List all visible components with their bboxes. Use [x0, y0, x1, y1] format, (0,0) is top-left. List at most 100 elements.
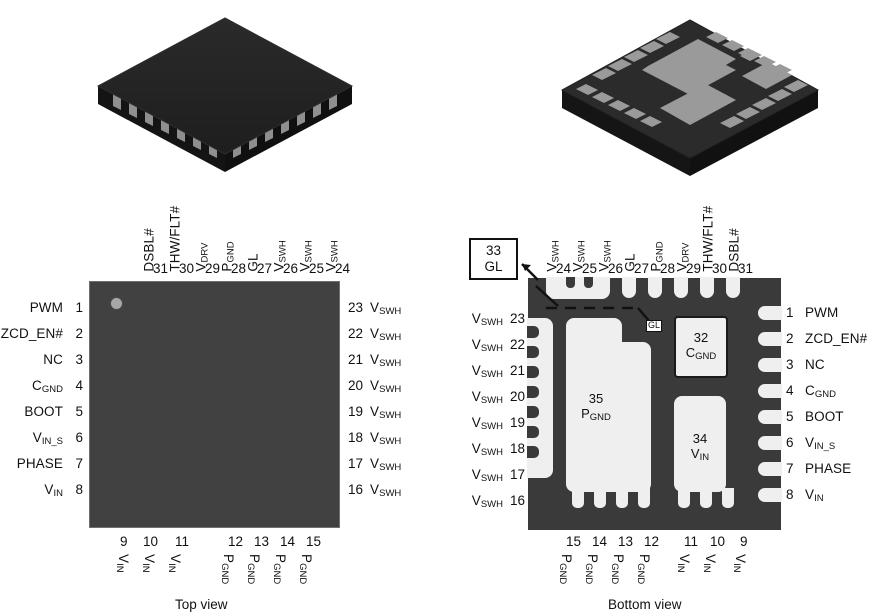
- pin-sub-23: SWH: [379, 306, 402, 318]
- bv-pin-label-3: NC: [805, 357, 825, 372]
- pin-label-7: PHASE: [16, 456, 63, 471]
- pin-sub-18: SWH: [379, 436, 402, 448]
- bv-pin-number-24: 24: [556, 261, 572, 276]
- bv-pin-sub-11: IN: [674, 563, 686, 573]
- callout-33-gl: 33 GL: [469, 238, 518, 280]
- bv-pin-sub-19: SWH: [480, 421, 503, 433]
- pin-label-30: THW/FLT#: [167, 205, 183, 272]
- pad-32-cgnd: 32 CGND: [674, 316, 728, 378]
- pin-label-20: V: [370, 378, 380, 393]
- pad-32-number: 32: [693, 330, 709, 346]
- bv-pin-number-2: 2: [786, 331, 794, 346]
- pin-sub-12: GND: [218, 563, 230, 585]
- bv-pin-label-22: V: [471, 337, 481, 352]
- pin-number-2: 2: [75, 326, 83, 341]
- bv-pin-label-24: V: [544, 262, 560, 272]
- bv-pin-label-30: THW/FLT#: [700, 205, 716, 272]
- bv-pin-label-4: C: [805, 383, 815, 398]
- pin-sub-13: GND: [244, 563, 256, 585]
- bv-pin-sub-16: SWH: [480, 499, 503, 511]
- pin-label-12: P: [221, 554, 236, 564]
- pin-number-26: 26: [283, 261, 299, 276]
- pad-notch-left-e: [527, 406, 539, 418]
- bv-pin-number-28: 28: [660, 261, 676, 276]
- bv-pin-sub-29: DRV: [680, 242, 692, 263]
- bv-pin-sub-15: GND: [556, 563, 568, 585]
- bv-pin-label-11: V: [677, 554, 692, 564]
- gl-pad-outline: [535, 285, 651, 323]
- pin-sub-6: IN_S: [41, 436, 63, 448]
- pin-label-2: ZCD_EN#: [0, 326, 63, 341]
- package-3d-bottom-render: [560, 19, 820, 176]
- pin-sub-11: IN: [165, 563, 177, 573]
- pin-sub-19: SWH: [379, 410, 402, 422]
- bv-pin-sub-21: SWH: [480, 369, 503, 381]
- bottom-view-pad-layer: 35 PGND 32 CGND 34 VIN GL: [527, 277, 782, 530]
- pad-3-nc: [758, 358, 782, 372]
- pin-label-18: V: [370, 430, 380, 445]
- pad-notch-left-f: [527, 426, 539, 438]
- pin-sub-29: DRV: [199, 242, 211, 263]
- pad-tab-9: [722, 488, 734, 508]
- pin-sub-9: IN: [113, 563, 125, 573]
- pin-label-5: BOOT: [24, 404, 63, 419]
- pin-label-9: V: [116, 554, 131, 564]
- bv-pin-label-27: GL: [622, 253, 638, 272]
- bv-pin-number-17: 17: [509, 467, 525, 482]
- bv-pin-sub-18: SWH: [480, 447, 503, 459]
- bv-pin-number-27: 27: [634, 261, 650, 276]
- bv-pin-sub-22: SWH: [480, 343, 503, 355]
- pad-35-label: 35 PGND: [566, 388, 626, 428]
- pin-number-28: 28: [231, 261, 247, 276]
- pin-label-8: V: [44, 482, 54, 497]
- pin-label-24: V: [323, 262, 339, 272]
- pin-sub-28: GND: [225, 241, 237, 263]
- bv-pin-sub-12: GND: [634, 563, 646, 585]
- pin-sub-20: SWH: [379, 384, 402, 396]
- bv-pin-number-11: 11: [684, 534, 699, 549]
- bv-pin-label-16: V: [471, 493, 481, 508]
- top-view-die-body: [89, 281, 340, 528]
- pad-tab-15: [572, 488, 584, 508]
- top-view-caption: Top view: [175, 597, 228, 612]
- bv-pin-label-21: V: [471, 363, 481, 378]
- pin-label-10: V: [142, 554, 157, 564]
- bv-pin-label-2: ZCD_EN#: [805, 331, 868, 346]
- pin-number-18: 18: [348, 430, 364, 445]
- pin-number-5: 5: [75, 404, 83, 419]
- pad-35-pgnd-body: [566, 342, 651, 492]
- pin-sub-21: SWH: [379, 358, 402, 370]
- bv-pin-number-7: 7: [786, 461, 794, 476]
- pad-tab-14: [594, 488, 606, 508]
- pad-tab-10: [700, 488, 712, 508]
- bv-pin-label-7: PHASE: [805, 461, 852, 476]
- pin-label-29: V: [193, 262, 209, 272]
- pin-sub-17: SWH: [379, 462, 402, 474]
- pin-label-11: V: [168, 554, 183, 564]
- bottom-view-left-pins: VSWH 23 VSWH 22 VSWH 21 VSWH 20 VSWH 19 …: [455, 312, 525, 512]
- pin-number-23: 23: [348, 300, 364, 315]
- bv-pin-label-12: P: [637, 554, 652, 564]
- bv-pin-label-14: P: [585, 554, 600, 564]
- bv-pin-number-18: 18: [509, 441, 525, 456]
- bv-pin-number-19: 19: [509, 415, 525, 430]
- pin-label-6: V: [32, 430, 42, 445]
- pin-sub-10: IN: [139, 563, 151, 573]
- bv-pin-sub-9: IN: [730, 563, 742, 573]
- bv-pin-label-10: V: [703, 554, 718, 564]
- bv-pin-sub-23: SWH: [480, 317, 503, 329]
- bv-pin-label-6: V: [805, 435, 815, 450]
- bv-pin-label-8: V: [805, 487, 815, 502]
- pad-6-vins: [758, 436, 782, 450]
- bv-pin-label-31: DSBL#: [726, 228, 742, 272]
- bv-pin-label-1: PWM: [805, 305, 839, 320]
- pin-number-30: 30: [179, 261, 195, 276]
- pad-notch-left-b: [527, 346, 539, 358]
- pad-34-sub: IN: [699, 452, 710, 464]
- pin-label-16: V: [370, 482, 380, 497]
- gl-pad-tag: GL: [646, 320, 663, 332]
- pad-4-cgnd: [758, 384, 782, 398]
- pad-notch-left-d: [527, 386, 539, 398]
- pin-label-15: P: [299, 554, 314, 564]
- bv-pin-number-15: 15: [566, 534, 582, 549]
